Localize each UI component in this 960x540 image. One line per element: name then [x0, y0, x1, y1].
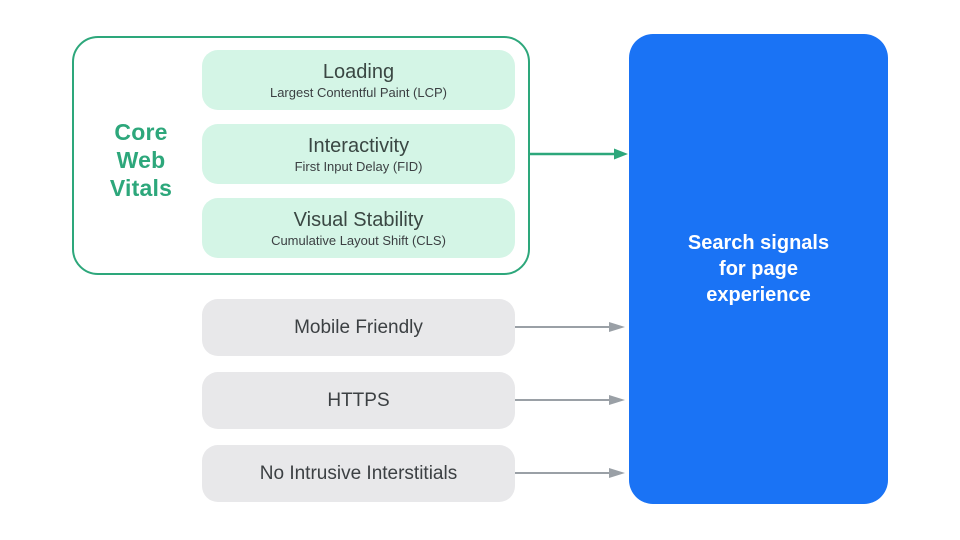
- signal-label-no-intrusive-interstitials: No Intrusive Interstitials: [259, 462, 458, 484]
- search-signals-result-label: Search signals for page experience: [688, 230, 829, 308]
- result-label-line2: for page: [719, 258, 798, 280]
- signal-card-mobile-friendly: Mobile Friendly: [202, 299, 515, 356]
- signal-card-https: HTTPS: [202, 372, 515, 429]
- metric-subtitle-lcp: Largest Contentful Paint (LCP): [269, 84, 448, 100]
- arrowhead-icon: [609, 395, 625, 405]
- result-label-line1: Search signals: [687, 232, 830, 254]
- arrowhead-icon: [609, 468, 625, 478]
- metric-subtitle-fid: First Input Delay (FID): [294, 158, 423, 174]
- arrowhead-icon: [614, 148, 628, 160]
- signal-label-mobile-friendly: Mobile Friendly: [294, 316, 423, 338]
- metric-card-interactivity: Interactivity First Input Delay (FID): [202, 124, 515, 184]
- arrow-no-intrusive-interstitials-to-result: [515, 468, 625, 478]
- metric-subtitle-cls: Cumulative Layout Shift (CLS): [271, 232, 446, 248]
- core-web-vitals-label-line1: Core: [114, 119, 168, 145]
- metric-title-interactivity: Interactivity: [307, 134, 410, 157]
- result-label-line3: experience: [706, 284, 811, 306]
- signal-label-https: HTTPS: [327, 389, 390, 411]
- metric-card-loading: Loading Largest Contentful Paint (LCP): [202, 50, 515, 110]
- arrow-mobile-friendly-to-result: [515, 322, 625, 332]
- metric-title-loading: Loading: [322, 60, 395, 83]
- metric-card-visual-stability: Visual Stability Cumulative Layout Shift…: [202, 198, 515, 258]
- core-web-vitals-label-line2: Web: [116, 147, 166, 173]
- arrow-core-web-vitals-to-result: [530, 148, 628, 160]
- core-web-vitals-label: Core Web Vitals: [78, 118, 204, 202]
- arrow-https-to-result: [515, 395, 625, 405]
- search-signals-result-box: Search signals for page experience: [629, 34, 888, 504]
- core-web-vitals-label-line3: Vitals: [109, 175, 173, 201]
- metric-title-visual-stability: Visual Stability: [293, 208, 424, 231]
- arrowhead-icon: [609, 322, 625, 332]
- signal-card-no-intrusive-interstitials: No Intrusive Interstitials: [202, 445, 515, 502]
